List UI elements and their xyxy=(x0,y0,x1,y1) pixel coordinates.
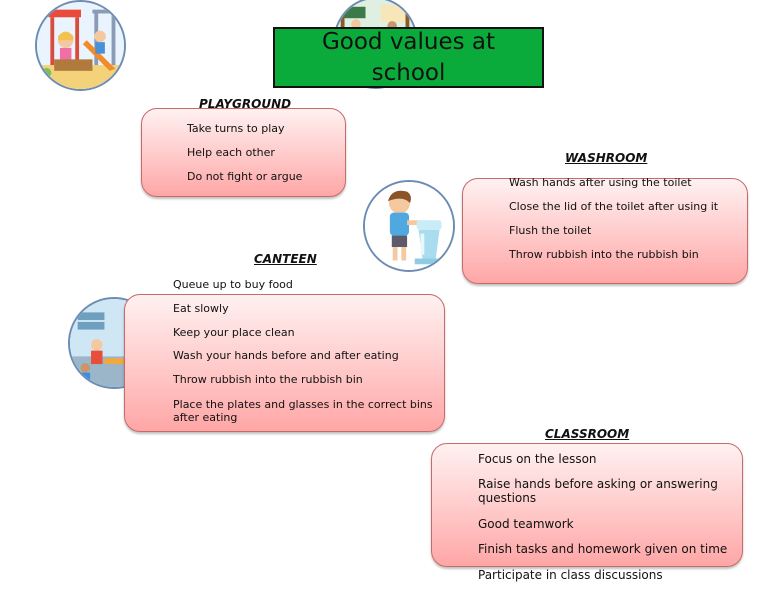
canteen-item: Keep your place clean xyxy=(173,326,295,339)
classroom-item: Raise hands before asking or answering q… xyxy=(478,477,718,505)
washroom-item: Throw rubbish into the rubbish bin xyxy=(509,248,699,261)
playground-box xyxy=(141,108,346,197)
washroom-item: Flush the toilet xyxy=(509,224,592,237)
page-title: Good values at school xyxy=(273,27,544,88)
playground-item: Take turns to play xyxy=(187,122,285,135)
canteen-item: Place the plates and glasses in the corr… xyxy=(173,398,433,424)
canteen-item: Throw rubbish into the rubbish bin xyxy=(173,373,363,386)
playground-item: Do not fight or argue xyxy=(187,170,303,183)
classroom-heading: CLASSROOM xyxy=(545,427,630,441)
canteen-item: Eat slowly xyxy=(173,302,229,315)
playground-heading: PLAYGROUND xyxy=(199,97,292,111)
classroom-box xyxy=(431,443,743,567)
washroom-box xyxy=(462,178,748,284)
canteen-box xyxy=(124,294,445,432)
washroom-item: Wash hands after using the toilet xyxy=(509,176,692,189)
washroom-item: Close the lid of the toilet after using … xyxy=(509,200,719,213)
canteen-item: Wash your hands before and after eating xyxy=(173,349,399,362)
classroom-item: Good teamwork xyxy=(478,517,574,531)
canteen-item: Queue up to buy food xyxy=(173,278,293,291)
washroom-heading: WASHROOM xyxy=(565,151,648,165)
classroom-item: Participate in class discussions xyxy=(478,568,663,582)
canteen-heading: CANTEEN xyxy=(254,252,317,266)
playground-illustration xyxy=(35,0,126,91)
playground-item: Help each other xyxy=(187,146,275,159)
classroom-item: Finish tasks and homework given on time xyxy=(478,542,728,556)
washroom-boy-illustration xyxy=(363,180,455,272)
classroom-item: Focus on the lesson xyxy=(478,452,597,466)
